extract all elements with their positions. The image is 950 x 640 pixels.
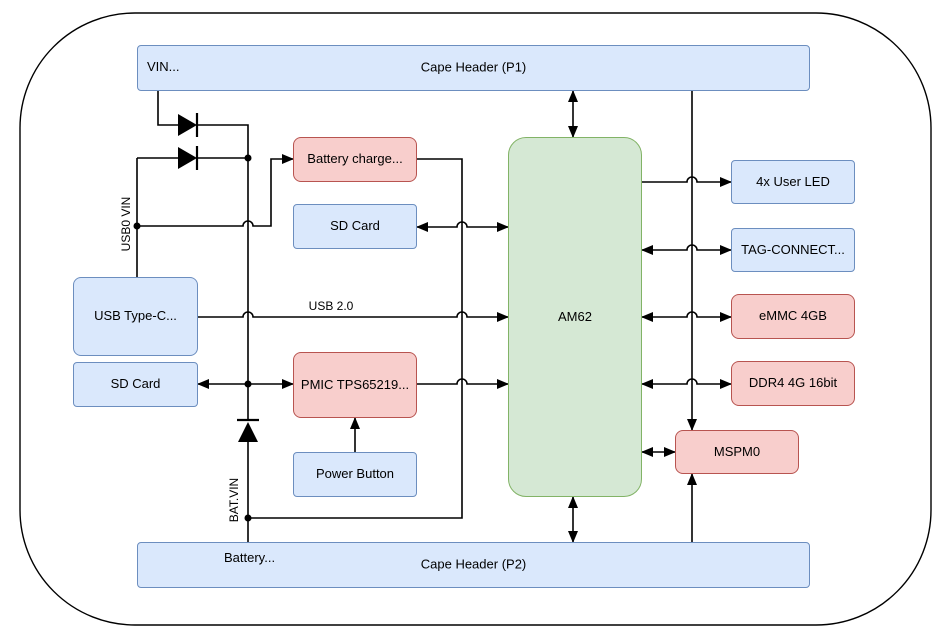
usb-type-c-label: USB Type-C... bbox=[94, 308, 177, 324]
usb0-vin-wire-label: USB0 VIN bbox=[119, 196, 133, 252]
mspm0-label: MSPM0 bbox=[713, 443, 761, 459]
node-mspm0[interactable]: MSPM0 bbox=[675, 430, 799, 474]
node-sd-card-left[interactable]: SD Card bbox=[73, 362, 198, 407]
junction-dot bbox=[244, 154, 252, 162]
wire-sdcard-am62 bbox=[416, 221, 509, 232]
node-am62[interactable]: AM62 bbox=[508, 137, 642, 497]
diode-icon bbox=[178, 114, 197, 136]
wire-usb2-am62 bbox=[198, 311, 509, 322]
node-battery-charger[interactable]: Battery charge... bbox=[293, 137, 417, 182]
user-led-label: 4x User LED bbox=[756, 173, 830, 189]
sd-card-left-label: SD Card bbox=[110, 376, 161, 392]
node-tag-connect[interactable]: TAG-CONNECT... bbox=[731, 228, 855, 272]
node-usb-type-c[interactable]: USB Type-C... bbox=[73, 277, 198, 356]
battery-pin-label: Battery... bbox=[224, 550, 276, 565]
wire-am62-ddr4 bbox=[641, 378, 732, 389]
diode-icon bbox=[238, 422, 258, 442]
usb2-wire-label: USB 2.0 bbox=[308, 299, 354, 313]
wire-am62-emmc bbox=[641, 311, 732, 322]
node-sd-card-mid[interactable]: SD Card bbox=[293, 204, 417, 249]
pmic-label: PMIC TPS65219... bbox=[300, 376, 410, 392]
node-power-button[interactable]: Power Button bbox=[293, 452, 417, 497]
node-user-led[interactable]: 4x User LED bbox=[731, 160, 855, 204]
cape-header-p1-label: Cape Header (P1) bbox=[420, 59, 527, 75]
node-pmic[interactable]: PMIC TPS65219... bbox=[293, 352, 417, 418]
node-cape-header-p1[interactable]: VIN... Cape Header (P1) bbox=[137, 45, 810, 91]
wire-am62-led bbox=[642, 176, 732, 187]
ddr4-label: DDR4 4G 16bit bbox=[748, 375, 838, 391]
node-emmc[interactable]: eMMC 4GB bbox=[731, 294, 855, 339]
power-button-label: Power Button bbox=[315, 466, 395, 482]
wire-vin-trunk bbox=[197, 124, 249, 419]
am62-label: AM62 bbox=[558, 308, 592, 324]
bat-vin-wire-label: BAT.VIN bbox=[227, 477, 241, 523]
board-outline bbox=[19, 12, 932, 626]
vin-pin-label: VIN... bbox=[147, 59, 180, 74]
cape-header-p2-label: Cape Header (P2) bbox=[420, 556, 527, 572]
wire-p1-vin bbox=[157, 91, 178, 126]
wire-pmic-am62 bbox=[417, 378, 509, 389]
wire-am62-tagconnect bbox=[641, 244, 732, 255]
wire-usb0vin-to-charger bbox=[137, 154, 294, 227]
emmc-label: eMMC 4GB bbox=[759, 308, 827, 324]
wire-charger-to-battery bbox=[248, 158, 463, 519]
battery-charger-label: Battery charge... bbox=[307, 151, 403, 167]
node-ddr4[interactable]: DDR4 4G 16bit bbox=[731, 361, 855, 406]
sd-card-mid-label: SD Card bbox=[330, 218, 380, 234]
diode-icon bbox=[178, 147, 197, 169]
tag-connect-label: TAG-CONNECT... bbox=[741, 241, 845, 257]
node-cape-header-p2[interactable]: Battery... Cape Header (P2) bbox=[137, 542, 810, 588]
